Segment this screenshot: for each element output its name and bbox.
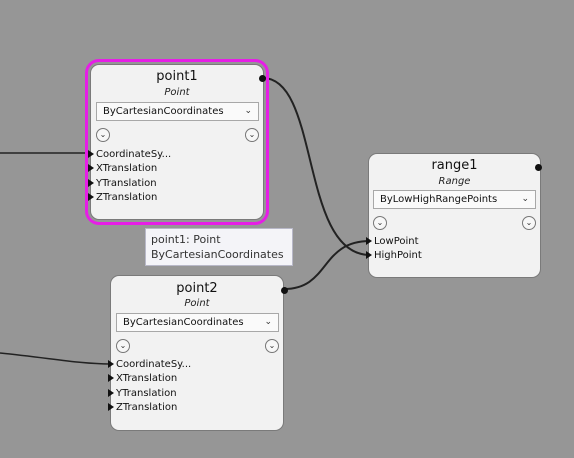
node-range1[interactable]: range1 Range ByLowHighRangePoints ⌄ ⌄ ⌄ … — [366, 153, 542, 278]
input-port-ytranslation[interactable]: YTranslation — [88, 178, 157, 190]
triangle-right-icon — [108, 403, 114, 411]
node-type: Point — [184, 298, 210, 309]
node-type: Point — [164, 87, 190, 98]
port-label: ZTranslation — [116, 402, 178, 413]
triangle-right-icon — [108, 389, 114, 397]
port-label: YTranslation — [96, 178, 157, 189]
input-port-ztranslation[interactable]: ZTranslation — [108, 402, 177, 414]
method-dropdown-value: ByCartesianCoordinates — [103, 106, 224, 117]
method-dropdown-value: ByLowHighRangePoints — [380, 194, 498, 205]
expand-inputs-icon[interactable]: ⌄ — [116, 339, 130, 353]
node-title: point2 — [176, 281, 218, 296]
tooltip-line1: point1: Point — [151, 233, 221, 246]
node-type: Range — [438, 176, 471, 187]
input-port-highpoint[interactable]: HighPoint — [366, 250, 422, 262]
input-port-ztranslation[interactable]: ZTranslation — [88, 192, 157, 204]
port-label: XTranslation — [96, 163, 158, 174]
triangle-right-icon — [88, 193, 94, 201]
output-port[interactable] — [259, 75, 266, 82]
input-port-coordinatesystem[interactable]: CoordinateSy... — [88, 149, 171, 161]
input-port-lowpoint[interactable]: LowPoint — [366, 236, 419, 248]
port-label: YTranslation — [116, 388, 177, 399]
triangle-right-icon — [88, 150, 94, 158]
output-port[interactable] — [535, 164, 542, 171]
node-tooltip: point1: Point ByCartesianCoordinates — [145, 228, 293, 266]
triangle-right-icon — [108, 374, 114, 382]
chevron-down-icon: ⌄ — [264, 317, 272, 327]
expand-outputs-icon[interactable]: ⌄ — [265, 339, 279, 353]
output-port[interactable] — [281, 287, 288, 294]
chevron-down-icon: ⌄ — [521, 194, 529, 204]
expand-inputs-icon[interactable]: ⌄ — [373, 216, 387, 230]
port-label: CoordinateSy... — [96, 149, 172, 160]
triangle-right-icon — [88, 164, 94, 172]
triangle-right-icon — [366, 251, 372, 259]
method-dropdown[interactable]: ByCartesianCoordinates ⌄ — [96, 102, 259, 121]
expand-outputs-icon[interactable]: ⌄ — [245, 128, 259, 142]
expand-outputs-icon[interactable]: ⌄ — [522, 216, 536, 230]
chevron-down-icon: ⌄ — [244, 106, 252, 116]
node-point1[interactable]: point1 Point ByCartesianCoordinates ⌄ ⌄ … — [85, 59, 269, 225]
port-label: HighPoint — [374, 250, 422, 261]
node-title: range1 — [431, 158, 478, 173]
node-title: point1 — [156, 69, 198, 84]
port-label: LowPoint — [374, 236, 419, 247]
triangle-right-icon — [88, 179, 94, 187]
method-dropdown[interactable]: ByLowHighRangePoints ⌄ — [373, 190, 536, 209]
node-point2[interactable]: point2 Point ByCartesianCoordinates ⌄ ⌄ … — [108, 275, 288, 431]
method-dropdown[interactable]: ByCartesianCoordinates ⌄ — [116, 313, 279, 332]
triangle-right-icon — [366, 237, 372, 245]
input-port-xtranslation[interactable]: XTranslation — [108, 373, 177, 385]
wire-point2-to-range1-lowpoint[interactable] — [283, 240, 371, 290]
port-label: XTranslation — [116, 373, 178, 384]
input-port-ytranslation[interactable]: YTranslation — [108, 388, 177, 400]
tooltip-line2: ByCartesianCoordinates — [151, 248, 284, 261]
expand-inputs-icon[interactable]: ⌄ — [96, 128, 110, 142]
port-label: CoordinateSy... — [116, 359, 192, 370]
input-port-xtranslation[interactable]: XTranslation — [88, 163, 157, 175]
port-label: ZTranslation — [96, 192, 158, 203]
input-port-coordinatesystem[interactable]: CoordinateSy... — [108, 359, 191, 371]
wire-left-to-point2[interactable] — [0, 352, 111, 365]
triangle-right-icon — [108, 360, 114, 368]
method-dropdown-value: ByCartesianCoordinates — [123, 317, 244, 328]
